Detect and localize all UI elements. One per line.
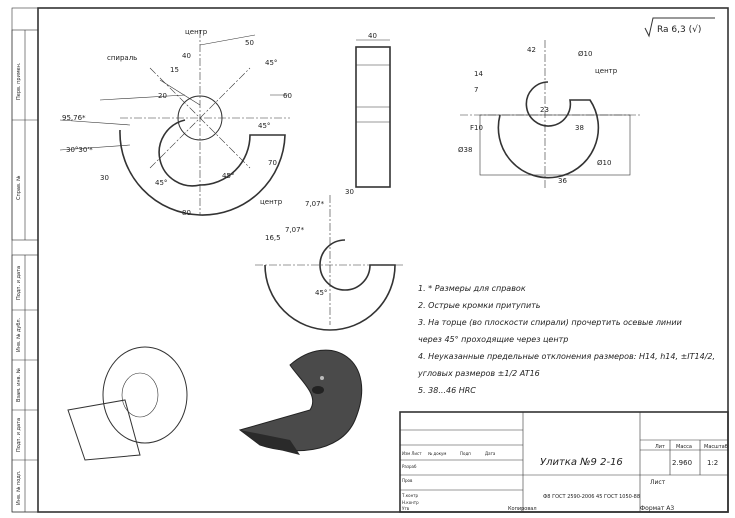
dim-label: 30 [345,188,354,196]
iso-render [238,349,363,455]
dim-label: 15 [170,66,179,74]
note-4: 4. Неуказанные предельные отклонения раз… [418,352,716,361]
dim-label: 45° [258,122,270,130]
material-text: Ф8 ГОСТ 2590-2006 45 ГОСТ 1050-88 [543,494,640,500]
roughness-mark: Ra 6,3 (√) [644,17,715,38]
dim-label: F10 [470,124,483,132]
note-3b: через 45° проходящие через центр [418,335,569,344]
roughness-value: Ra 6,3 (√) [657,24,701,35]
row-label: Разраб [402,464,417,469]
format-label: Формат A3 [640,505,674,512]
side-rect [355,46,391,188]
row-label: Подп [460,451,471,456]
view-detail: центр 7,07* 30 16,5 7,07* 45° [255,188,405,331]
side-stamp: Перв. примен. Справ. № Подп. и дата Инв.… [11,29,39,513]
dim-label: центр [595,67,618,75]
note-4b: угловых размеров ±1/2 AT16 [418,369,540,378]
iso-wireframe [67,346,188,461]
dim-label: 45° [222,172,234,180]
side-label-6: Подп. и дата [16,418,22,452]
dim-label: 16,5 [265,234,281,242]
view-side: 40 [355,32,391,188]
side-label-1: Перв. примен. [16,62,22,100]
dim-label: 40 [368,32,377,40]
view-main: центр спираль 40 15 50 45° 20 60 95,76* … [59,28,292,217]
side-label-7: Инв. № подл. [16,470,22,505]
spiral-outline [119,119,286,216]
outer-frame [11,7,729,513]
title-block: Лит Масса Масштаб 2.960 1:2 Улитка №9 2-… [399,411,729,513]
side-label-4: Инв. № дубл. [16,317,22,352]
dim-label: 7 [474,86,478,94]
detail-outline [264,239,396,331]
dim-label: 14 [474,70,483,78]
section-outline [497,81,600,179]
dim-label: центр [260,198,283,206]
dim-label: Ø38 [458,146,472,154]
dim-label: Ø10 [578,50,592,58]
row-label: № докум [428,451,446,456]
title-text: Улитка №9 2-16 [540,457,623,468]
row-label: Утв [402,506,410,511]
inner-frame [37,7,729,513]
dim-label: 60 [283,92,292,100]
technical-notes: 1. * Размеры для справок 2. Острые кромк… [418,280,718,399]
side-label-2: Справ. № [16,175,22,200]
row-label: Пров [402,478,413,483]
dim-label: 40 [182,52,191,60]
side-label-3: Подп. и дата [16,266,22,300]
dim-label: 36 [558,177,567,185]
dim-label: 23 [540,106,549,114]
dim-label: 70 [268,159,277,167]
col-header-scale: Масштаб [704,444,728,450]
dim-label: 30°30'* [66,146,93,154]
note-3: 3. На торце (во плоскости спирали) проче… [418,318,682,327]
dim-label: 20 [158,92,167,100]
note-2: 2. Острые кромки притупить [418,301,541,310]
note-5: 5. 38...46 HRC [418,386,476,395]
row-label: Изм Лист [402,451,422,456]
dim-label: центр [185,28,208,36]
dim-label: 80 [182,209,191,217]
dim-label: 45° [155,179,167,187]
mass-value: 2.960 [672,459,692,467]
col-header-lit: Лит [655,444,665,450]
scale-value: 1:2 [707,459,718,467]
dim-label: 30 [100,174,109,182]
row-label: Т.контр [401,493,419,498]
dim-label: спираль [107,54,137,62]
col-header-mass: Масса [676,444,692,450]
sheet-label: Лист [650,479,666,486]
row-label: Н.контр [402,500,419,505]
dim-label: 45° [265,59,277,67]
dim-label: Ø10 [597,159,611,167]
note-1: 1. * Размеры для справок [418,284,526,293]
dim-label: 38 [575,124,584,132]
dim-label: 42 [527,46,536,54]
dim-label: 7,07* [285,226,305,234]
view-section: 42 Ø10 центр 14 7 F10 23 38 Ø38 36 Ø10 [458,40,640,190]
copied-label: Копировал [508,506,537,512]
side-label-5: Взам. инв. № [16,367,22,402]
dim-label: 95,76* [62,114,86,122]
row-label: Дата [485,451,496,456]
dim-label: 45° [315,289,327,297]
dim-label: 7,07* [305,200,325,208]
dim-label: 50 [245,39,254,47]
